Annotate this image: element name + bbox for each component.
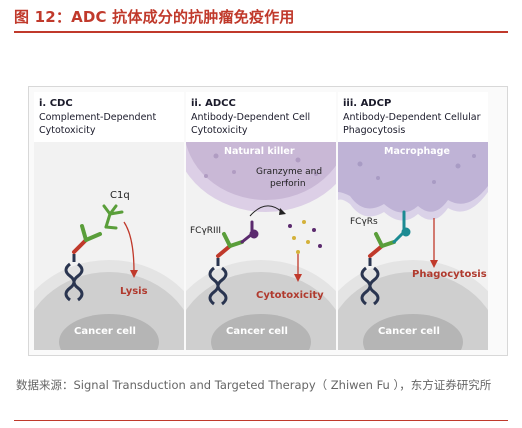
arrow-icon [430,218,438,268]
outcome-label: Cytotoxicity [256,290,324,301]
panel-labels: C1q Lysis Cancer cell [34,142,184,350]
molecule-label-line2: perforin [270,179,306,189]
cancer-cell-label: Cancer cell [74,326,136,337]
panel-subtitle-line2: Cytotoxicity [39,125,96,136]
panel-adcp: iii. ADCP Antibody-Dependent Cellular Ph… [338,92,488,350]
fcgrs-receptor-icon [392,210,411,244]
panel-header: iii. ADCP Antibody-Dependent Cellular Ph… [338,92,488,142]
outcome-label: Phagocytosis [412,269,487,280]
receptor-label: FCγRs [350,217,378,227]
effector-cell-label: Natural killer [224,146,295,157]
panel-labels: Macrophage FCγRs Phagocytosis Cancer cel… [338,142,488,350]
cancer-nucleus [363,314,463,350]
panel-number: ii. ADCC [191,98,236,109]
panel-number: i. CDC [39,98,73,109]
panel-subtitle-line1: Antibody-Dependent Cellular [343,112,481,123]
panel-header: i. CDC Complement-Dependent Cytotoxicity [34,92,184,142]
adcp-illustration [338,142,488,350]
receptor-label: FCγRIII [190,226,222,236]
panel-subtitle-line1: Complement-Dependent [39,112,157,123]
panel-subtitle-line2: Cytotoxicity [191,125,248,136]
bottom-divider [14,420,508,421]
fcgriii-receptor-icon [240,220,259,244]
c1q-complement-icon [102,204,124,230]
nk-cell-body [186,142,336,200]
macrophage-body [338,142,488,213]
cancer-nucleus [211,314,311,350]
c1q-label: C1q [110,190,130,201]
title-divider [14,31,508,33]
cdc-illustration [34,204,184,350]
panel-subtitle-line2: Phagocytosis [343,125,406,136]
cancer-cell-label: Cancer cell [226,326,288,337]
antigen-receptor-icon [208,258,228,306]
antigen-receptor-icon [64,254,84,302]
granzyme-perforin-particles [288,220,322,254]
arrow-icon [123,221,138,278]
nk-granules [204,153,318,184]
release-arrow [249,205,283,217]
molecule-label-line1: Granzyme and [256,167,323,177]
panel-number: iii. ADCP [343,98,392,109]
effector-cell-label: Macrophage [384,146,450,157]
antibody-icon [216,232,244,258]
cancer-nucleus [59,314,159,350]
panel-labels: Natural killer Granzyme and perforin FCγ… [186,142,336,350]
antibody-icon [72,224,102,254]
panel-adcc: ii. ADCC Antibody-Dependent Cell Cytotox… [186,92,336,350]
antibody-icon [368,232,396,258]
macrophage-granules [357,154,476,184]
panel-subtitle-line1: Antibody-Dependent Cell [191,112,311,123]
arrow-icon [294,254,302,282]
source-note: 数据来源：Signal Transduction and Targeted Th… [16,378,492,392]
outcome-label: Lysis [120,286,148,297]
cancer-cell-label: Cancer cell [378,326,440,337]
panel-header: ii. ADCC Antibody-Dependent Cell Cytotox… [186,92,336,142]
adcc-illustration [186,142,336,350]
figure-title: 图 12：ADC 抗体成分的抗肿瘤免疫作用 [14,8,295,26]
panel-cdc: i. CDC Complement-Dependent Cytotoxicity [34,92,184,350]
antigen-receptor-icon [360,258,380,306]
